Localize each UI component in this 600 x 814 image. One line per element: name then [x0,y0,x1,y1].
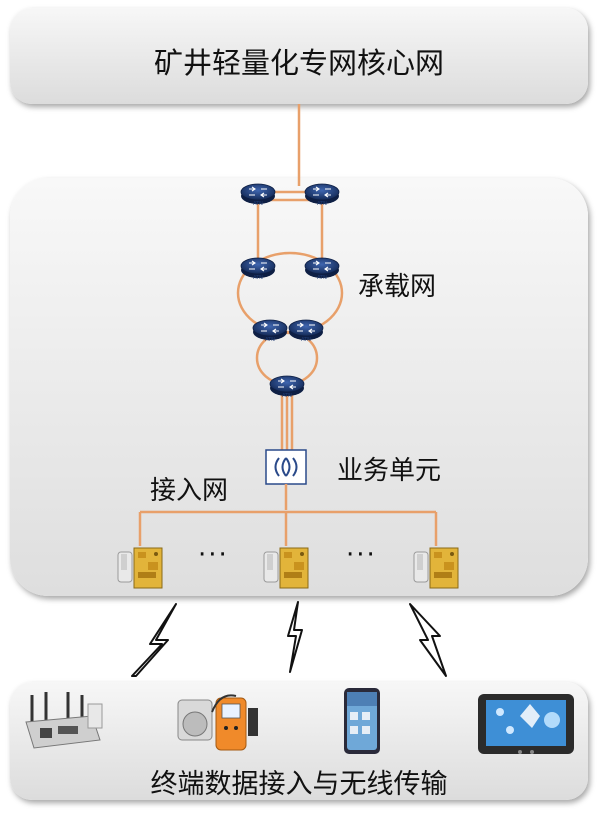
svg-text:ATN: ATN [317,201,327,207]
access-device-icon [263,547,309,589]
wireless-bolt-icon [287,601,303,673]
router-icon: ATN [240,183,276,207]
svg-text:ATN: ATN [253,201,263,207]
svg-text:ATN: ATN [317,275,327,281]
service-unit-label: 业务单元 [337,456,442,486]
bearer-network-label: 承载网 [358,272,437,302]
router-icon: ATN [304,183,340,207]
access-network-label: 接入网 [150,476,229,506]
svg-text:ATN: ATN [253,275,263,281]
core-network-title: 矿井轻量化专网核心网 [153,46,444,80]
gas-detector-icon [177,694,258,751]
wireless-bolt-icon [131,603,177,677]
ellipsis-right: ··· [346,540,377,570]
router-icon: ATN [240,257,276,281]
wireless-gateway-icon [25,692,103,749]
access-device-icon [117,547,163,589]
svg-text:ATN: ATN [265,337,275,343]
core-network-panel [10,8,588,104]
svg-text:ATN: ATN [301,337,311,343]
service-unit-icon [265,449,307,485]
router-icon: ATN [269,375,305,399]
router-icon: ATN [252,319,288,343]
terminal-title: 终端数据接入与无线传输 [150,769,448,800]
svg-text:ATN: ATN [282,393,292,399]
smartphone-icon [344,688,380,754]
access-device-icon [413,547,459,589]
router-icon: ATN [304,257,340,281]
wireless-bolt-icon [409,603,447,677]
ellipsis-left: ··· [198,540,229,570]
router-icon: ATN [288,319,324,343]
tablet-icon [478,694,574,754]
